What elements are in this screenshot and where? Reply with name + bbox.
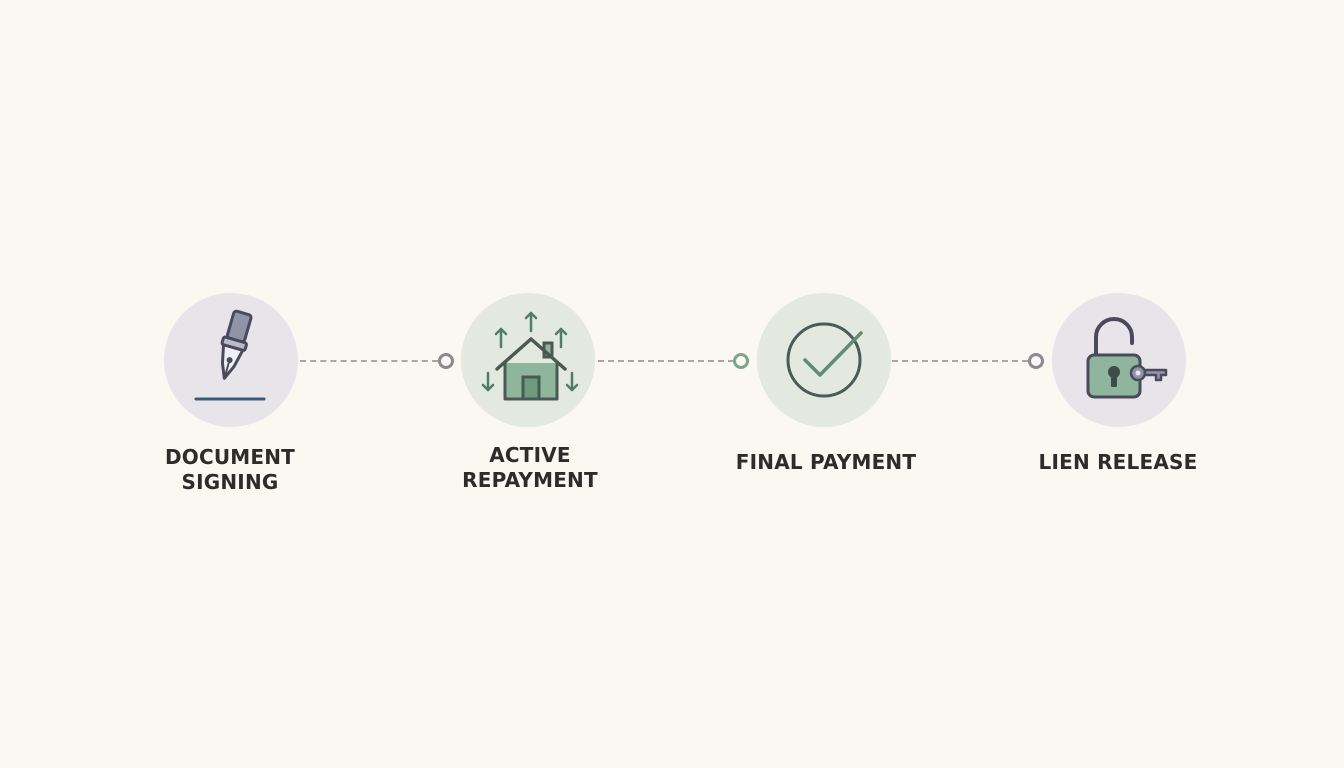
connector-1: [300, 360, 438, 362]
connector-3: [892, 360, 1028, 362]
step-label-final-payment: FINAL PAYMENT: [716, 450, 936, 475]
label-line: LIEN RELEASE: [1038, 450, 1198, 474]
connector-2: [598, 360, 734, 362]
label-line: DOCUMENT: [164, 445, 296, 469]
node-3: [1028, 353, 1044, 369]
house-arrows-icon: [481, 311, 579, 401]
step-active-repayment-circle: [461, 293, 595, 427]
node-2: [733, 353, 749, 369]
checkmark-circle-icon: [786, 322, 863, 398]
step-label-lien-release: LIEN RELEASE: [1008, 450, 1228, 475]
fountain-pen-icon: [194, 309, 266, 401]
step-lien-release-circle: [1052, 293, 1186, 427]
label-line: ACTIVE: [489, 443, 571, 467]
step-label-document-signing: DOCUMENT SIGNING: [120, 445, 340, 495]
label-line: REPAYMENT: [462, 468, 598, 492]
unlocked-padlock-key-icon: [1086, 317, 1168, 399]
label-line: SIGNING: [181, 470, 279, 494]
step-label-active-repayment: ACTIVE REPAYMENT: [420, 443, 640, 493]
step-final-payment-circle: [757, 293, 891, 427]
label-line: FINAL PAYMENT: [735, 450, 917, 474]
node-1: [438, 353, 454, 369]
step-document-signing-circle: [164, 293, 298, 427]
